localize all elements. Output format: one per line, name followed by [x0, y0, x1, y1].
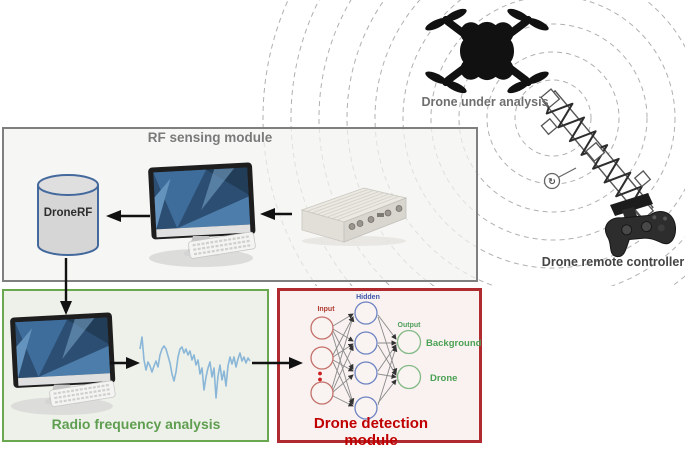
hidden-node: [354, 301, 378, 325]
rotation-icon: [543, 172, 561, 190]
nn-input-label: Input: [317, 306, 335, 313]
hidden-node: [354, 331, 378, 355]
nn-class-background: Background: [426, 338, 482, 349]
drone-under-analysis-label: Drone under analysis: [421, 95, 549, 109]
rf-analysis-module-title: Radio frequency analysis: [51, 416, 221, 432]
remote-controller-icon: [605, 193, 676, 258]
drone-detection-module-title: Drone detection module: [313, 415, 429, 449]
output-node: [396, 364, 422, 390]
database-icon: [37, 174, 99, 256]
flow-arrows: [60, 208, 303, 369]
neural-network-diagram: Input Hidden Output Background Drone: [310, 294, 482, 420]
input-node: [310, 346, 334, 370]
nn-class-drone: Drone: [430, 373, 457, 384]
rotation-glyph: ↻: [548, 177, 556, 187]
rf-waves-icon: [262, 0, 685, 286]
input-node: [310, 381, 334, 405]
drone-icon: [425, 8, 549, 94]
computer-icon-sensing: [146, 161, 257, 269]
drone-remote-controller-label: Drone remote controller: [541, 255, 685, 269]
input-node: [310, 316, 334, 340]
computer-icon-analysis: [8, 311, 117, 417]
nn-output-label: Output: [398, 322, 422, 329]
hidden-node: [354, 396, 378, 420]
database-label: DroneRF: [43, 207, 93, 219]
sdr-device-icon: [300, 187, 408, 246]
hidden-node: [354, 361, 378, 385]
rf-waveform-icon: [139, 336, 251, 399]
rf-sensing-module-title: RF sensing module: [147, 130, 273, 145]
drone-detection-module-box: [277, 288, 482, 443]
output-node: [396, 329, 422, 355]
nn-hidden-label: Hidden: [356, 294, 380, 301]
ellipsis-dots-icon: [318, 371, 322, 382]
